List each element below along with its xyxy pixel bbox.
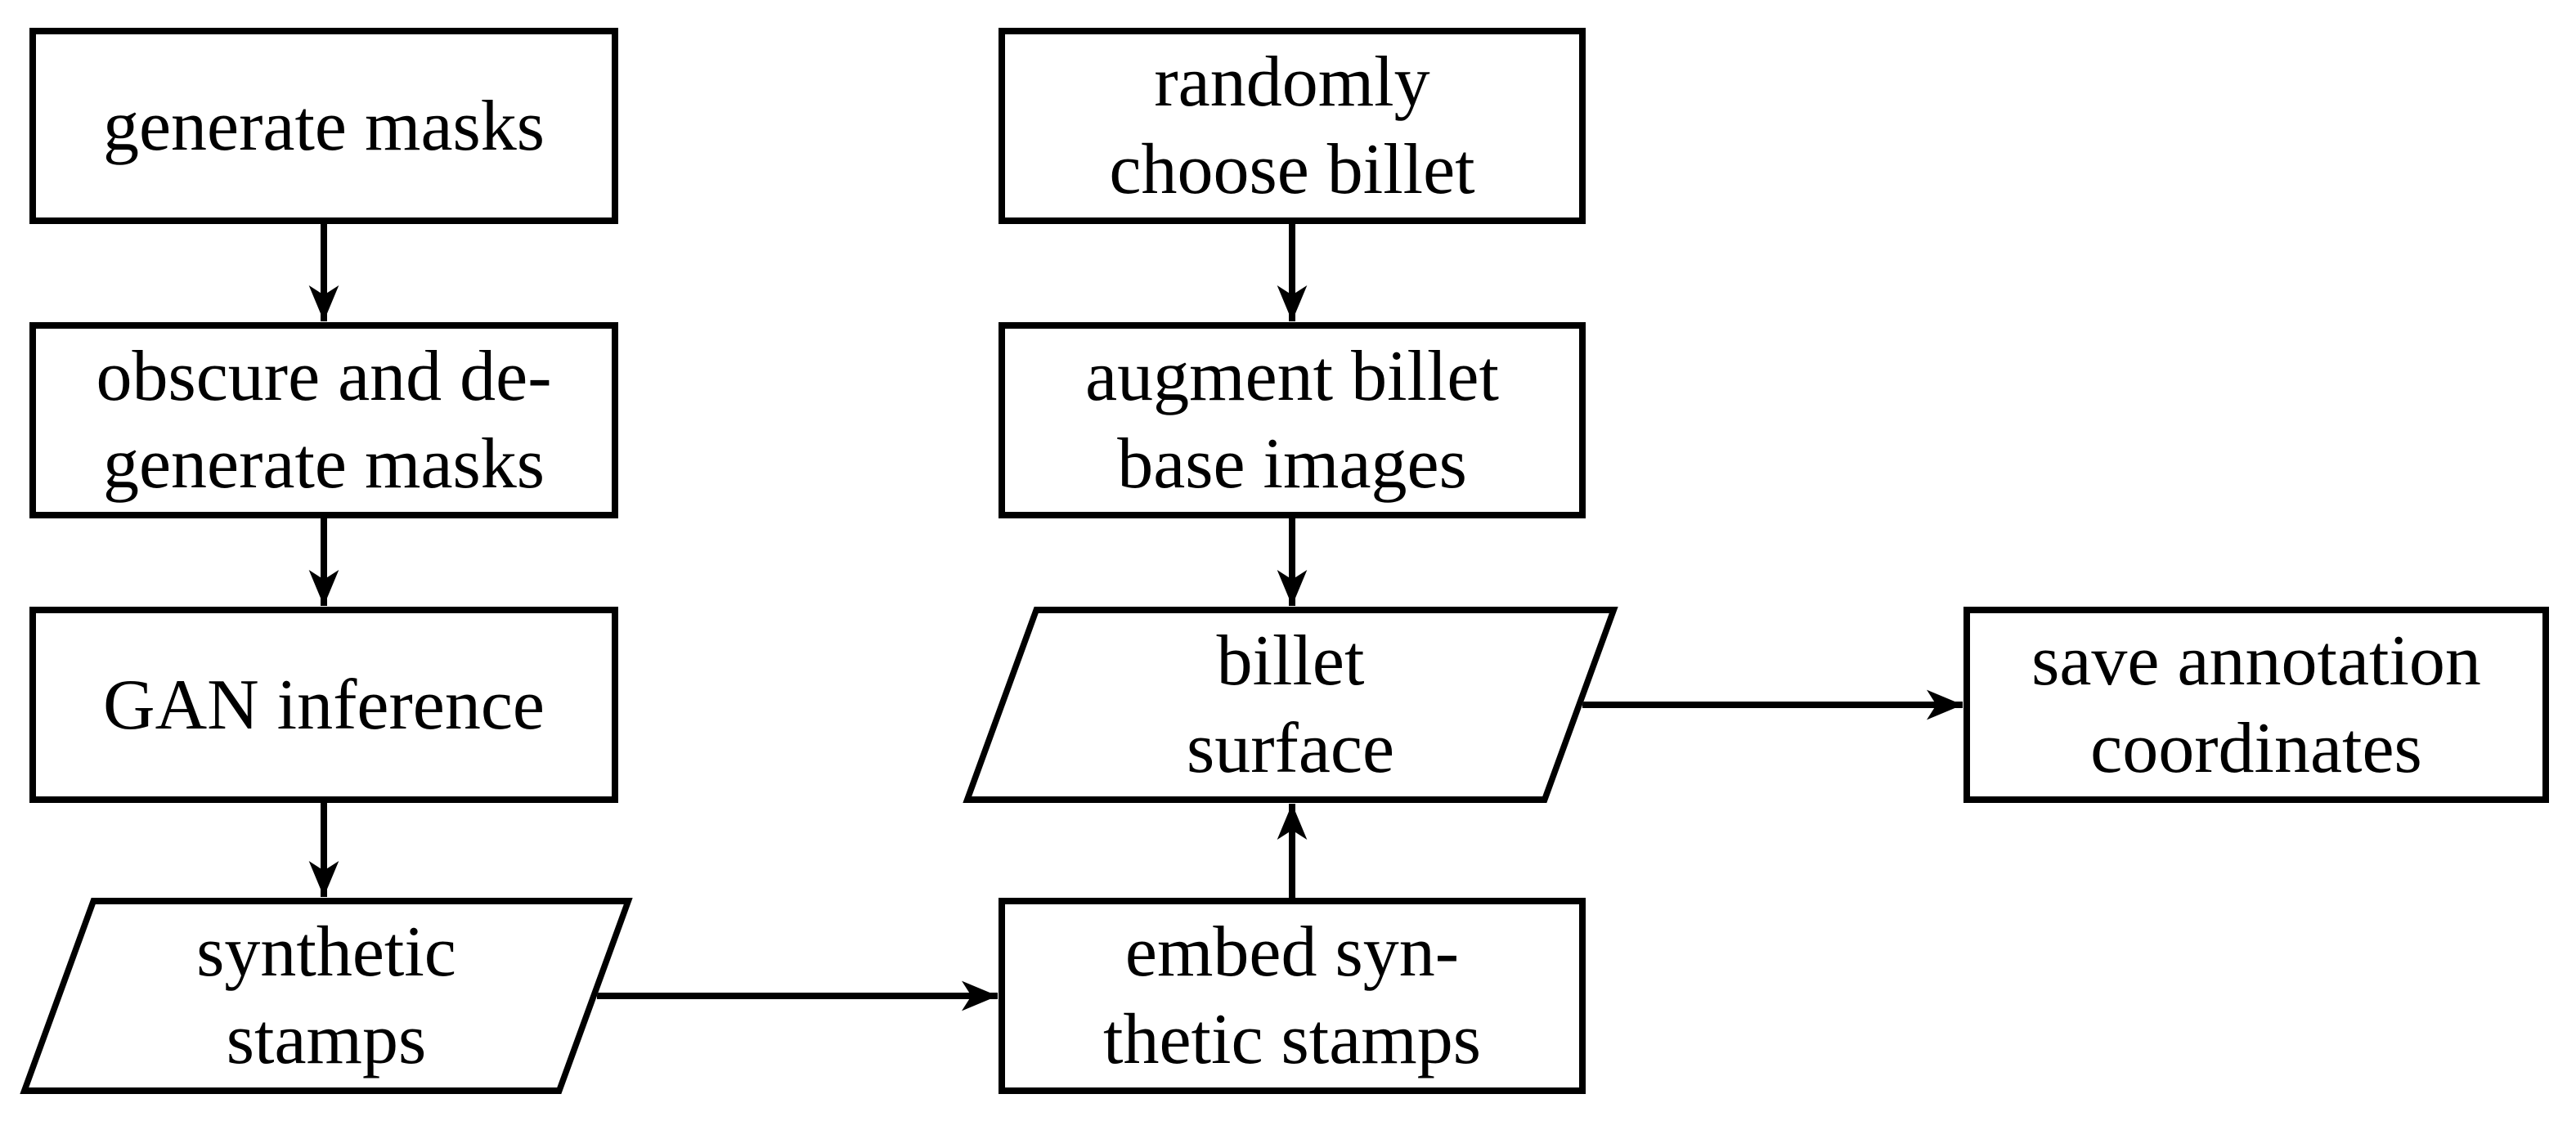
node-label-line: embed syn- [1124, 912, 1460, 992]
node-label-line: save annotation [2031, 621, 2481, 701]
node-label: generate masks [103, 83, 545, 170]
node-randomly-choose-billet: randomly choose billet [999, 28, 1586, 224]
node-label-line: obscure and de- [96, 337, 552, 416]
node-label-line: GAN inference [103, 665, 545, 745]
node-label-line: generate masks [103, 86, 545, 166]
node-label-line: choose billet [1109, 130, 1475, 209]
node-label-line: synthetic [196, 912, 456, 992]
node-label: billet surface [1187, 617, 1394, 792]
node-augment-billet-base-images: augment billet base images [999, 322, 1586, 518]
node-label-line: randomly [1154, 43, 1430, 122]
node-label: obscure and de- generate masks [96, 333, 551, 508]
node-label-line: surface [1186, 709, 1395, 788]
node-synthetic-stamps: synthetic stamps [20, 898, 633, 1094]
node-label: GAN inference [103, 661, 545, 749]
node-label: save annotation coordinates [2031, 617, 2481, 792]
node-label-line: generate masks [103, 424, 545, 504]
node-label-line: billet [1216, 621, 1365, 701]
node-label: embed syn- thetic stamps [1103, 908, 1481, 1083]
node-label-line: augment billet [1085, 337, 1499, 416]
node-save-annotation-coordinates: save annotation coordinates [1963, 607, 2549, 803]
node-label-line: thetic stamps [1103, 1000, 1481, 1079]
node-gan-inference: GAN inference [29, 607, 618, 803]
node-label-line: coordinates [2090, 709, 2422, 788]
node-generate-masks: generate masks [29, 28, 618, 224]
node-label-line: base images [1117, 424, 1467, 504]
node-label: augment billet base images [1085, 333, 1499, 508]
node-label: randomly choose billet [1109, 38, 1474, 213]
node-label: synthetic stamps [196, 908, 456, 1083]
node-obscure-and-degenerate-masks: obscure and de- generate masks [29, 322, 618, 518]
node-billet-surface: billet surface [963, 607, 1618, 803]
node-embed-synthetic-stamps: embed syn- thetic stamps [999, 898, 1586, 1094]
node-label-line: stamps [226, 1000, 427, 1079]
